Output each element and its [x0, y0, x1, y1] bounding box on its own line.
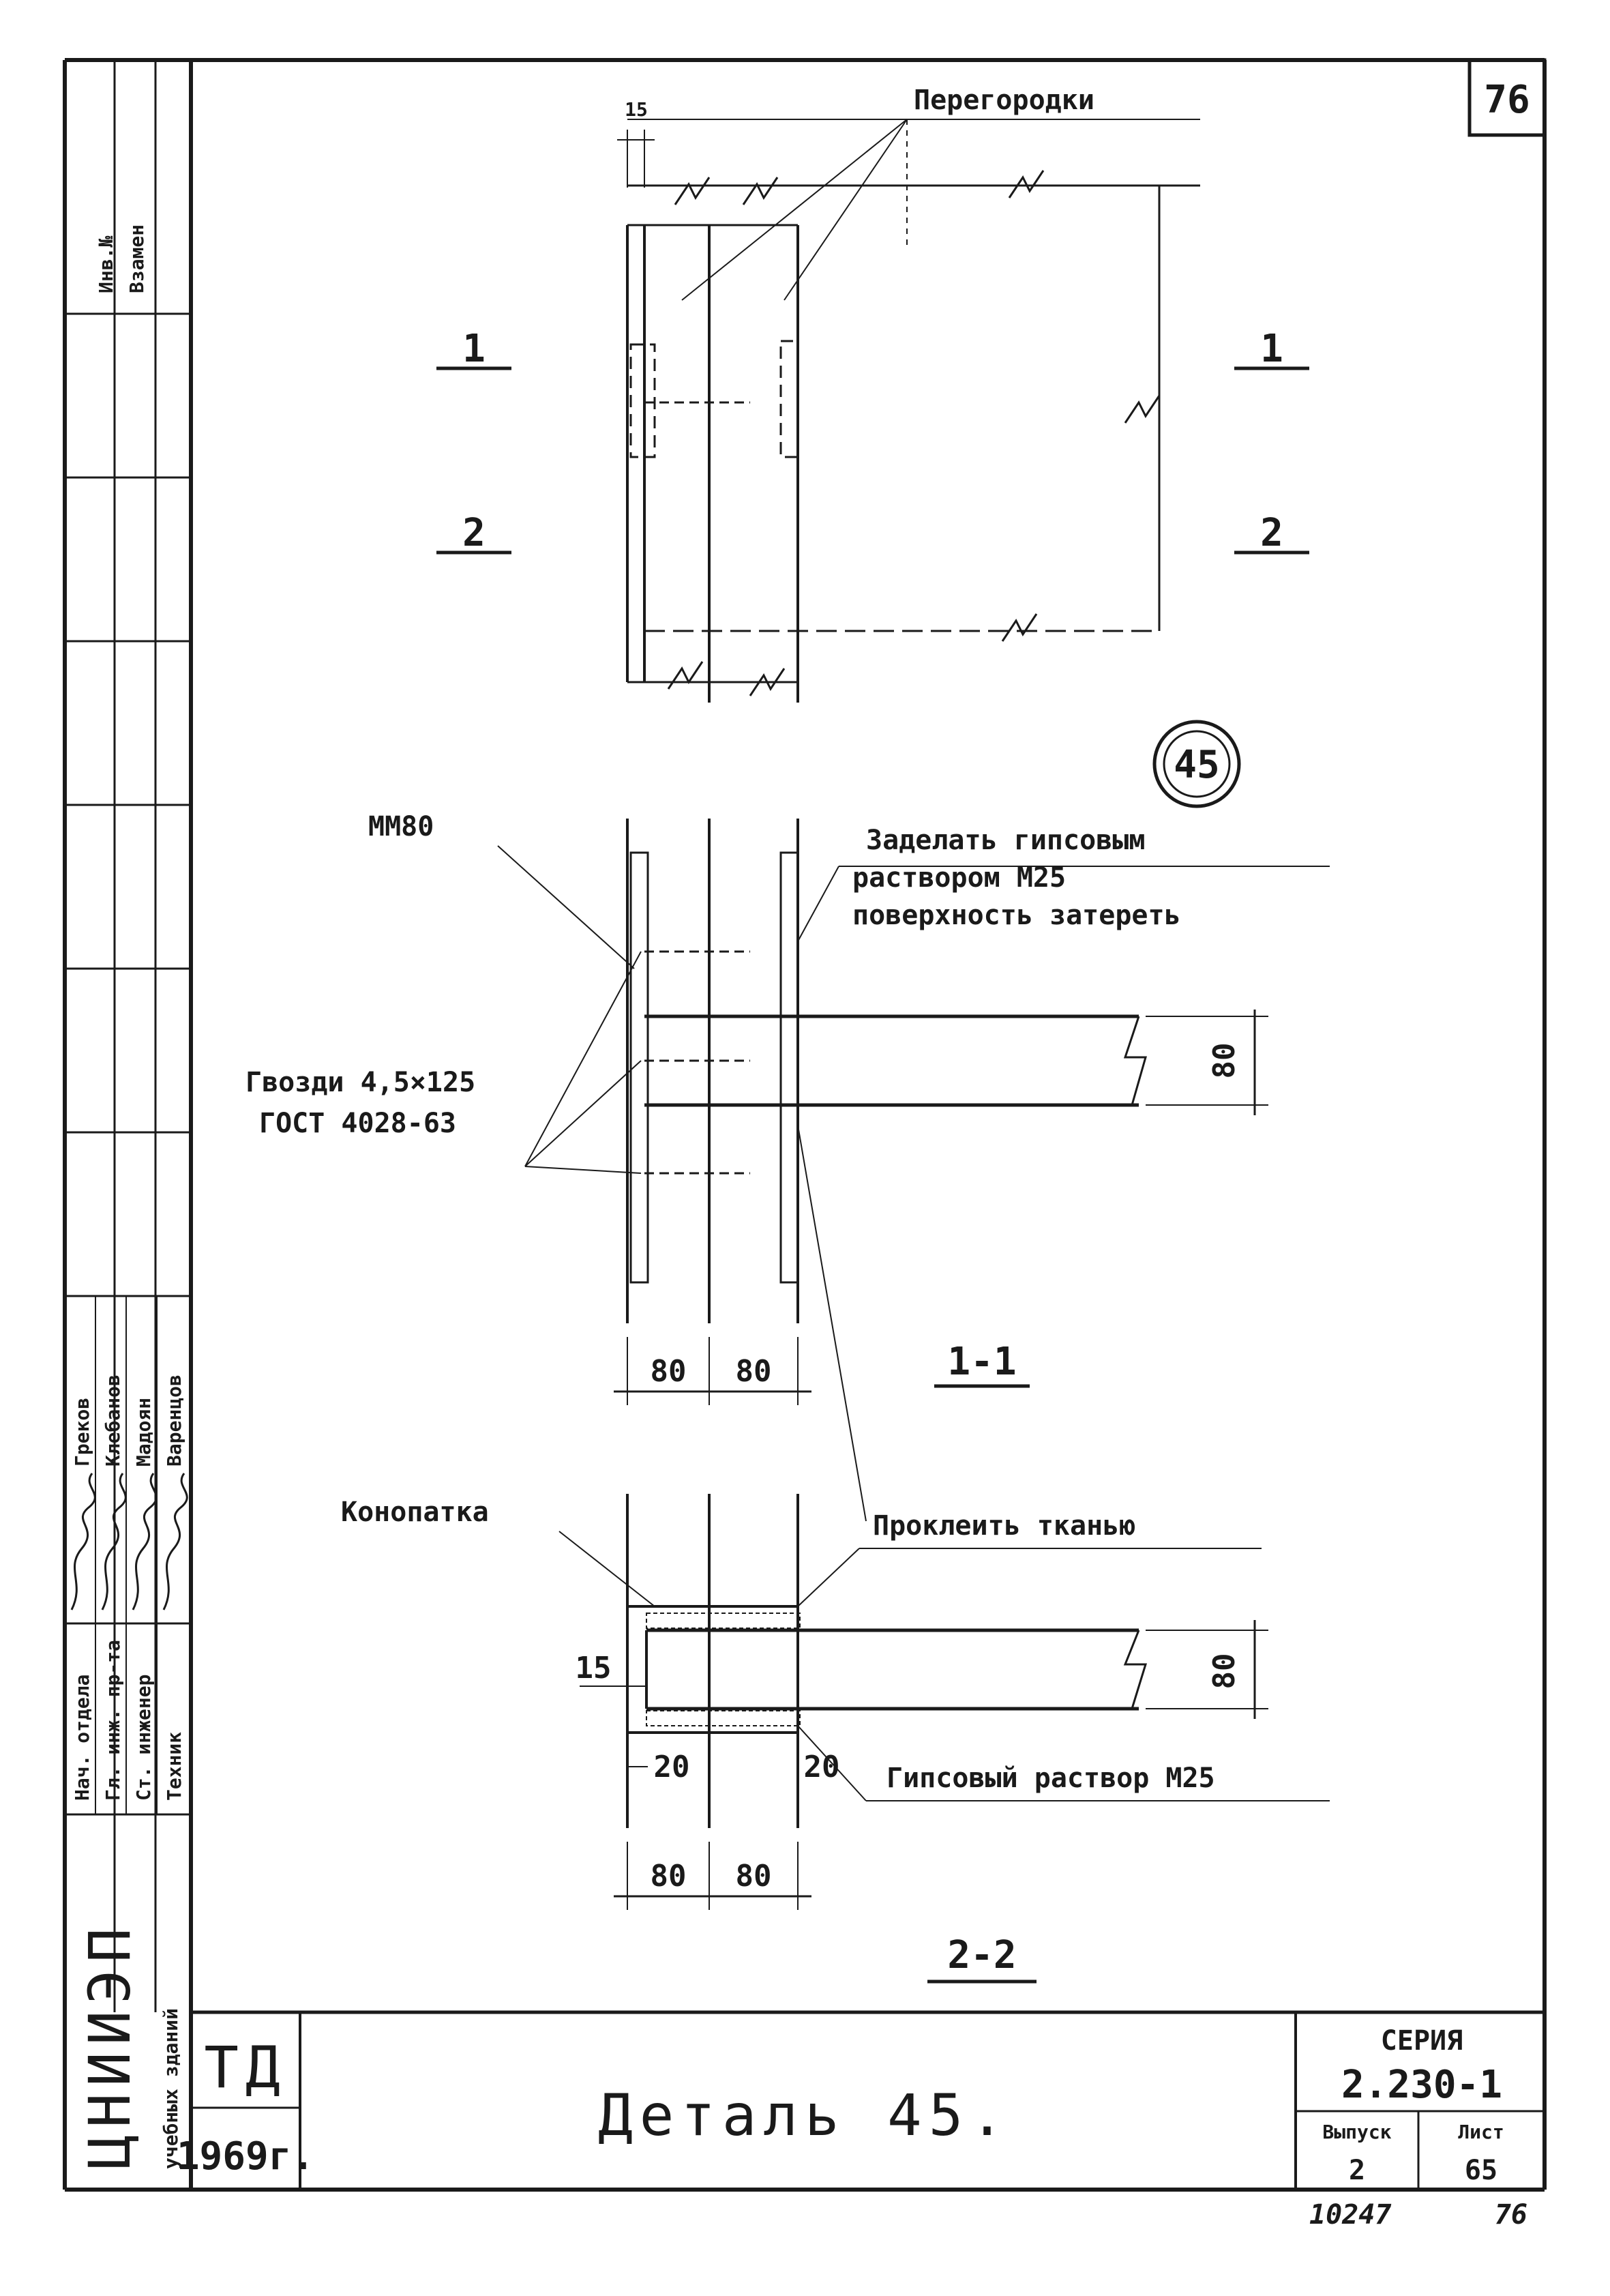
stamp-name-4: Варенцов	[163, 1374, 185, 1467]
plan-view: 15 Перегородки 1 1 2 2	[436, 85, 1309, 703]
dim-beam-height-1: 80	[1207, 1043, 1242, 1079]
label-nails-line1: Гвозди 4,5×125	[245, 1067, 475, 1098]
footer-page-number: 76	[1495, 2199, 1527, 2231]
label-seal-line3: поверхность затереть	[852, 900, 1181, 931]
footer-archive-number: 10247	[1309, 2199, 1391, 2231]
detail-number: 45	[1174, 743, 1219, 787]
stamp-role-3: Ст. инженер	[132, 1675, 155, 1801]
stamp-org-main: ЦНИИЭП	[76, 1922, 143, 2169]
section-mark-1-left: 1	[462, 327, 486, 371]
section-label-2-2: 2-2	[947, 1933, 1016, 1977]
signature-scribble	[132, 1473, 158, 1610]
dim-seam-left: 20	[654, 1750, 690, 1784]
title-block-code: ТД	[204, 2034, 286, 2101]
label-nails-line2: ГОСТ 4028-63	[259, 1108, 456, 1139]
section-2-2-drawing: 80 15 20 20 80 80 Конопатка Проклеить тк…	[341, 1494, 1330, 1984]
stamp-name-1: Греков	[71, 1398, 93, 1467]
dim-top-gap: 15	[625, 98, 648, 121]
footer: 10247 76	[1309, 2199, 1527, 2231]
stamp-col-header-2: Инв.№	[95, 236, 117, 293]
issue-value: 2	[1349, 2155, 1365, 2186]
stamp-role-1: Нач. отдела	[71, 1675, 93, 1801]
label-seal-line2: раствором М25	[852, 862, 1066, 894]
dim-width-2-left: 80	[651, 1859, 687, 1894]
sheet-frame	[63, 58, 1547, 2192]
page-number-box: 76	[1467, 58, 1547, 137]
signature-scribble	[70, 1473, 96, 1610]
section-mark-2-right: 2	[1260, 511, 1283, 555]
stamp-role-2: Гл. инж. пр-та	[102, 1640, 124, 1801]
stamp-name-2: Клебанов	[102, 1374, 124, 1467]
stamp-role-4: Техник	[163, 1732, 185, 1801]
section-mark-1-right: 1	[1260, 327, 1283, 371]
title-block-title: Деталь 45.	[598, 2082, 1011, 2149]
dim-gap-2: 15	[576, 1651, 612, 1686]
series-label: СЕРИЯ	[1381, 2025, 1463, 2057]
label-glue-fabric: Проклеить тканью	[873, 1510, 1135, 1542]
label-gypsum-mortar: Гипсовый раствор М25	[886, 1763, 1215, 1794]
signature-scribble	[101, 1473, 127, 1610]
page-number: 76	[1484, 78, 1530, 122]
dim-width-1-right: 80	[736, 1354, 772, 1389]
sheet-value: 65	[1465, 2155, 1497, 2186]
stamp-col-header-1: Взамен	[125, 224, 148, 293]
issue-label: Выпуск	[1322, 2121, 1391, 2143]
stamp-name-3: Мадоян	[132, 1398, 155, 1467]
dim-seam-right: 20	[804, 1750, 840, 1784]
label-mm80: ММ80	[368, 811, 434, 842]
dim-width-1-left: 80	[651, 1354, 687, 1389]
section-1-1-drawing: 80 80 80 ММ80 Заделать гипсовым растворо…	[245, 811, 1330, 1522]
dim-beam-height-2: 80	[1207, 1653, 1242, 1690]
label-seal-line1: Заделать гипсовым	[866, 825, 1145, 856]
stamp-org-sub: учебных зданий	[160, 2008, 182, 2169]
detail-number-badge: 45	[1152, 720, 1241, 808]
side-stamp: Взамен Инв.№ Нач. отдела Гл. инж. пр-та …	[65, 224, 191, 2169]
title-block-year: 1969г.	[177, 2134, 314, 2179]
section-label-1-1: 1-1	[947, 1340, 1016, 1384]
label-partitions: Перегородки	[914, 85, 1094, 116]
sheet-label: Лист	[1458, 2121, 1504, 2143]
title-block: ТД 1969г. Деталь 45. СЕРИЯ 2.230-1 Выпус…	[177, 2010, 1545, 2190]
series-value: 2.230-1	[1341, 2063, 1502, 2107]
label-caulking: Конопатка	[341, 1497, 489, 1528]
signature-scribble	[162, 1473, 188, 1610]
section-mark-2-left: 2	[462, 511, 486, 555]
dim-width-2-right: 80	[736, 1859, 772, 1894]
